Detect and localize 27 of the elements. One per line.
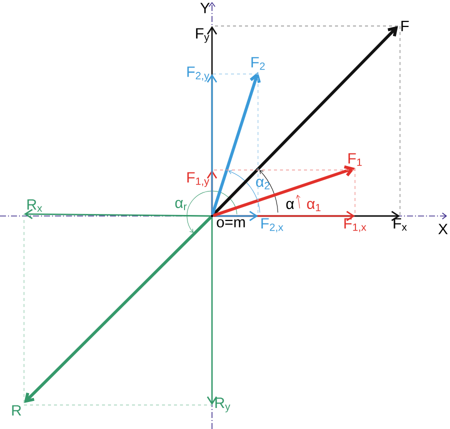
axis-label: α$_{1}$ [307,200,320,212]
axis-label: Y [200,2,210,14]
vector-label: F$_{1,y}$ [187,172,210,187]
vector-arrow [211,72,261,216]
vector-label: F$_{2,y}$ [187,66,210,82]
axis-label: α$_{2}$ [256,178,270,190]
vector-arrow [206,74,218,215]
vector-label: F$_{2}$ [251,57,265,70]
vector-label: F$_{1}$ [348,153,362,166]
vector-arrow [213,210,258,222]
vector-arrow [212,26,398,216]
vector-arrow [24,209,211,220]
vector-label: F [401,20,409,32]
axis-label: X [438,224,448,234]
vector-label: R [12,405,22,416]
vector-arrow [212,165,355,217]
origin-point [210,214,214,218]
point-label: o=m [216,219,245,228]
vector-label: F$_{y}$ [196,28,210,43]
axis-label: α$_{r}$ [175,200,187,210]
vector-label: F$_{2,x}$ [261,218,284,232]
projection-line [24,404,212,406]
axis-label: α [286,200,294,210]
vector-label: R$_{x}$ [27,199,42,212]
vector-arrow [24,216,212,403]
vector-label: R$_{y}$ [215,398,230,412]
vector-arrow [206,217,218,405]
